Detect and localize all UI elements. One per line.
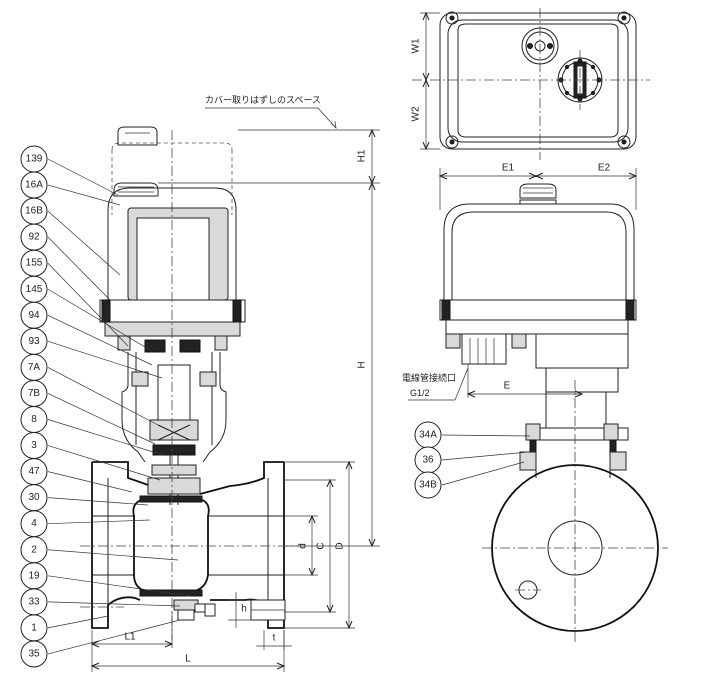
dim-h-small: h — [241, 604, 247, 615]
dim-e: E — [504, 381, 511, 392]
dim-w2: W2 — [411, 106, 422, 121]
part-number-1: 1 — [31, 622, 37, 633]
part-number-3: 3 — [31, 440, 37, 451]
leader-line — [47, 575, 191, 597]
leader-line — [47, 471, 133, 493]
part-number-93: 93 — [28, 336, 40, 347]
leader-line — [47, 549, 179, 561]
part-number-47: 47 — [28, 466, 40, 477]
leader-line — [47, 419, 164, 456]
part-label-bubbles-right: 34A 36 34B — [414, 421, 531, 499]
leader-line — [47, 519, 151, 525]
height-dimensions: H1 H — [158, 128, 380, 548]
leader-line — [47, 445, 161, 481]
cover-space-label: カバー取りはずしのスペース — [205, 95, 321, 105]
length-dimensions: L1 L h t — [90, 592, 292, 672]
dim-w1: W1 — [411, 38, 422, 53]
part-number-34A: 34A — [419, 430, 437, 441]
dim-d: d — [298, 543, 309, 549]
dim-h: H — [357, 361, 368, 368]
part-number-33: 33 — [28, 596, 40, 607]
leader-line — [47, 341, 163, 379]
front-section-view — [80, 126, 300, 640]
part-number-4: 4 — [31, 518, 37, 529]
leader-line — [47, 615, 109, 629]
leader-line — [47, 497, 149, 506]
leader-line — [47, 601, 181, 607]
side-view: E1 E2 E 電線管接続口 G1/2 — [402, 163, 668, 645]
top-view-dimensions: W1 W2 — [411, 11, 440, 151]
conduit-size-label: G1/2 — [410, 388, 430, 398]
leader-line — [47, 184, 121, 206]
leader-line — [47, 367, 159, 426]
part-bubble — [414, 471, 442, 499]
dim-h1: H1 — [357, 149, 368, 162]
leader-line — [441, 451, 529, 461]
leader-line — [47, 210, 121, 276]
part-number-139: 139 — [26, 154, 43, 165]
cover-space-note: カバー取りはずしのスペース — [205, 95, 337, 129]
part-number-7A: 7A — [28, 362, 41, 373]
bore-dimensions: d C D — [284, 460, 355, 630]
dim-l: L — [185, 654, 191, 665]
part-bubble — [20, 640, 48, 668]
leader-line — [47, 262, 129, 347]
part-number-94: 94 — [28, 310, 40, 321]
part-number-155: 155 — [26, 258, 43, 269]
leader-line — [47, 158, 119, 196]
leader-line — [47, 393, 156, 445]
part-number-16B: 16B — [25, 206, 43, 217]
part-number-34B: 34B — [419, 480, 437, 491]
part-number-7B: 7B — [28, 388, 41, 399]
part-number-92: 92 — [28, 232, 40, 243]
dim-e2: E2 — [598, 163, 611, 174]
part-number-16A: 16A — [25, 180, 43, 191]
part-label-bubbles-left: 139 16A 16B 92 155 145 94 93 7A 7B 8 3 47 30 4 2 19 33 1 35 — [20, 145, 191, 668]
part-number-145: 145 — [26, 284, 43, 295]
dim-l1: L1 — [124, 632, 136, 643]
conduit-label: 電線管接続口 — [402, 372, 456, 383]
leader-line — [47, 288, 151, 351]
leader-line — [441, 461, 525, 486]
leader-line — [47, 236, 111, 301]
part-number-8: 8 — [31, 414, 37, 425]
leader-line — [441, 434, 531, 437]
leader-line — [47, 314, 153, 366]
part-number-36: 36 — [422, 455, 434, 466]
dim-big-d: D — [335, 542, 346, 549]
dim-t: t — [273, 633, 276, 644]
leader-line — [47, 619, 181, 655]
part-number-2: 2 — [31, 544, 37, 555]
top-view — [412, 8, 650, 160]
part-number-35: 35 — [28, 648, 40, 659]
part-number-19: 19 — [28, 570, 40, 581]
part-number-30: 30 — [28, 492, 40, 503]
dim-c: C — [316, 542, 327, 549]
dim-e1: E1 — [502, 163, 515, 174]
